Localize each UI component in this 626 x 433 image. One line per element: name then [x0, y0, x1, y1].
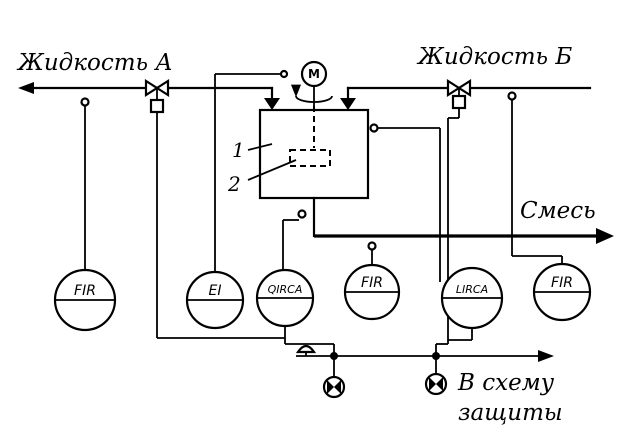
svg-text:M: M — [308, 67, 320, 81]
instrument-qirca: QIRCA — [255, 268, 315, 328]
instrument-fir-mix: FIR — [343, 263, 401, 321]
svg-text:FIR: FIR — [74, 283, 96, 299]
protection-signal-line — [284, 338, 554, 376]
motor-power-line — [214, 69, 289, 272]
leader-line-2 — [247, 159, 297, 181]
leader-line-1 — [247, 143, 273, 151]
svg-text:FIR: FIR — [551, 275, 573, 291]
flow-tap-b — [507, 91, 563, 266]
instrument-ei: EI — [185, 270, 245, 330]
control-valve-a — [144, 78, 170, 338]
mixture-label: Смесь — [520, 198, 596, 224]
level-tap — [369, 123, 441, 282]
protection-label-line1: В схему — [457, 370, 555, 396]
svg-text:QIRCA: QIRCA — [268, 283, 303, 296]
sensor-element — [289, 149, 331, 167]
item-label-2: 2 — [227, 172, 241, 196]
quality-tap — [282, 209, 307, 272]
signal-lamp-icon — [322, 375, 346, 399]
svg-text:EI: EI — [209, 283, 222, 299]
mixing-tank — [258, 108, 370, 200]
qirca-output-line — [157, 326, 286, 339]
liquid-b-label: Жидкость Б — [416, 44, 572, 70]
liquid-a-label: Жидкость А — [16, 50, 173, 76]
instrument-lirca: LIRCA — [440, 266, 504, 330]
instrument-fir-a: FIR — [53, 268, 117, 332]
motor: M — [290, 60, 333, 106]
svg-text:FIR: FIR — [361, 275, 383, 291]
flow-tap-a — [80, 97, 90, 272]
svg-text:LIRCA: LIRCA — [456, 283, 488, 296]
signal-lamp-icon — [424, 372, 448, 396]
instrument-fir-b: FIR — [532, 262, 592, 322]
item-label-1: 1 — [232, 138, 245, 162]
protection-label-line2: защиты — [458, 400, 563, 426]
alarm-horn-icon — [295, 344, 317, 356]
mixture-pipeline — [312, 196, 614, 244]
flow-tap-mix — [367, 241, 377, 266]
